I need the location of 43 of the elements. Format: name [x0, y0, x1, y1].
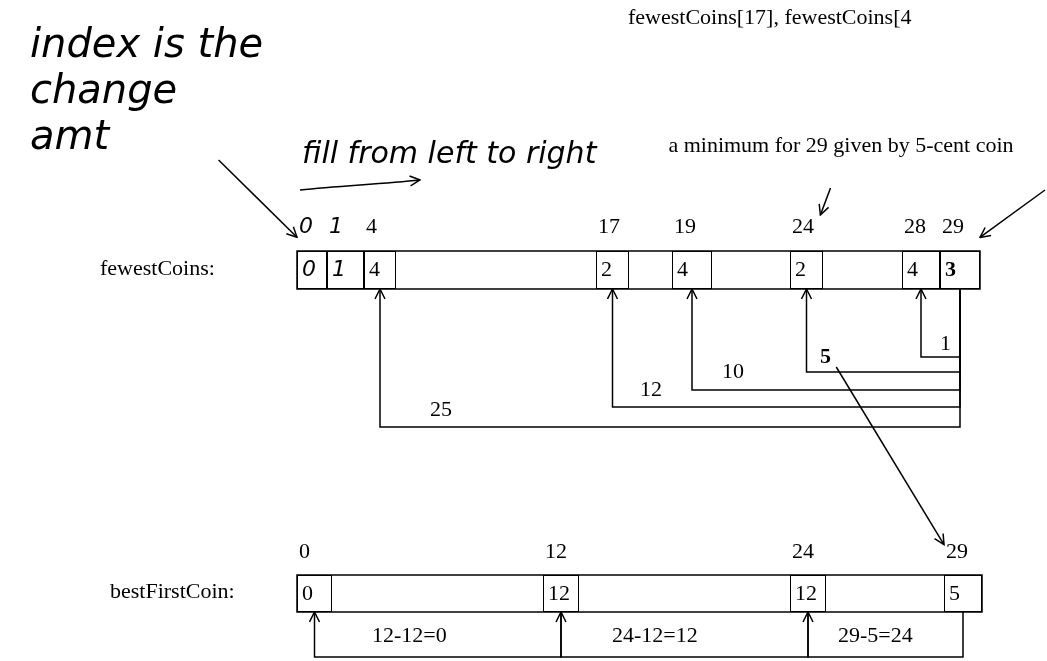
- array-name: bestFirstCoin:: [110, 580, 235, 602]
- index-number: 1: [329, 215, 343, 237]
- arrow: [308, 611, 562, 658]
- array-cell: 4: [672, 251, 712, 289]
- arrow: [802, 611, 964, 658]
- handwritten-note: fill from left to right: [302, 138, 597, 168]
- handwritten-note: index is the change amt: [30, 20, 265, 160]
- annotation-text: a minimum for 29 given by 5-cent coin: [640, 132, 1042, 188]
- arrow: [818, 187, 832, 216]
- array-cell: 3: [940, 251, 980, 289]
- arrow: [800, 288, 961, 373]
- arrow: [835, 366, 945, 546]
- arrow: [217, 159, 298, 238]
- index-number: 12: [545, 540, 567, 562]
- index-number: 24: [792, 215, 814, 237]
- arrow: [555, 611, 809, 658]
- array-cell: 0: [297, 575, 332, 612]
- arrow: [374, 288, 961, 428]
- index-number: 4: [366, 215, 377, 237]
- index-number: 0: [299, 540, 310, 562]
- array-cell: 2: [596, 251, 629, 289]
- array-cell: 4: [902, 251, 940, 289]
- array-name: fewestCoins:: [100, 257, 215, 279]
- index-number: 29: [946, 540, 968, 562]
- arrow: [686, 288, 961, 391]
- arrow: [979, 189, 1046, 239]
- arrow: [606, 288, 961, 408]
- index-number: 17: [598, 215, 620, 237]
- array-cell: 5: [944, 575, 982, 612]
- array-cell: 2: [790, 251, 823, 289]
- array-cell: 0: [297, 251, 327, 289]
- index-number: 28: [904, 215, 926, 237]
- arrow: [915, 288, 961, 358]
- index-number: 0: [299, 215, 313, 237]
- array-cell: 12: [543, 575, 579, 612]
- code-text: fewestCoins[17], fewestCoins[4: [628, 6, 912, 28]
- array-cell: 1: [327, 251, 364, 289]
- index-number: 24: [792, 540, 814, 562]
- index-number: 19: [674, 215, 696, 237]
- array-cell: 4: [364, 251, 396, 289]
- index-number: 29: [942, 215, 964, 237]
- edge-label: 5: [820, 343, 838, 367]
- array-cell: 12: [790, 575, 826, 612]
